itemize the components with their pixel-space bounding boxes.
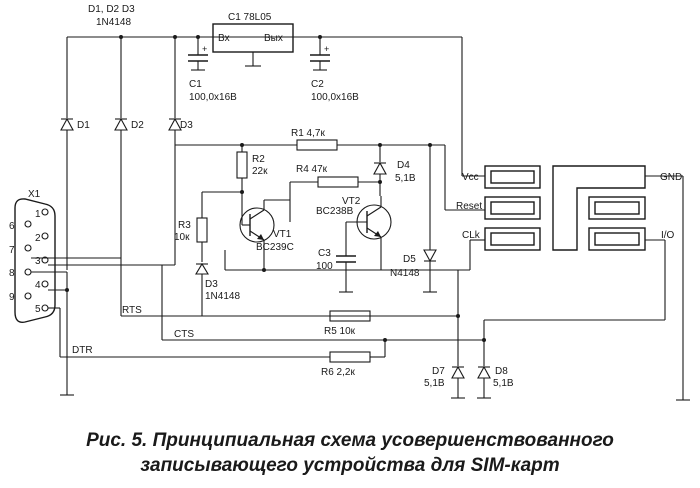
pin2-label: 2 bbox=[35, 233, 41, 244]
d4-name: D4 bbox=[397, 160, 410, 171]
d4-value: 5,1B bbox=[395, 173, 416, 184]
caption-line-2: записывающего устройства для SIM-карт bbox=[140, 455, 560, 476]
pin4-label: 4 bbox=[35, 280, 41, 291]
r5-label: R5 10к bbox=[324, 326, 356, 337]
second-rail: R1 4,7к bbox=[174, 128, 445, 265]
pin6-label: 6 bbox=[9, 221, 15, 232]
diodes-header: D1, D2 D3 bbox=[88, 4, 135, 15]
regulator-output-label: Bых bbox=[264, 33, 283, 44]
r2-value: 22к bbox=[252, 166, 268, 177]
diode-d3b: D3 1N4148 bbox=[195, 262, 240, 316]
x1-label: X1 bbox=[28, 189, 41, 200]
resistor-r5: R5 10к bbox=[324, 310, 460, 337]
cts-label: CTS bbox=[174, 329, 194, 340]
c3-value: 100 bbox=[316, 261, 333, 272]
vt1-type: BC239C bbox=[256, 242, 294, 253]
pin3-label: 3 bbox=[35, 256, 41, 267]
pin1-label: 1 bbox=[35, 209, 41, 220]
rts-label: RTS bbox=[122, 305, 142, 316]
clk-label: CLk bbox=[462, 230, 481, 241]
resistor-r6: R6 2,2к bbox=[321, 338, 486, 378]
io-label: I/O bbox=[661, 230, 675, 241]
zener-d8: D8 5,1B bbox=[477, 345, 514, 399]
sim-connector: Vcc Reset CLk GND I/O bbox=[456, 165, 682, 251]
r6-label: R6 2,2к bbox=[321, 367, 355, 378]
resistor-r4: R4 47к bbox=[289, 164, 380, 222]
r2-name: R2 bbox=[252, 154, 265, 165]
d3-label: D3 bbox=[180, 120, 193, 131]
caption-figure-number: 5. bbox=[131, 430, 148, 451]
diode-d5: D5 N4148 bbox=[390, 145, 437, 293]
vt2-name: VT2 bbox=[342, 196, 361, 207]
d3b-type: 1N4148 bbox=[205, 291, 240, 302]
vcc-label: Vcc bbox=[462, 172, 479, 183]
resistor-r3: R3 10к bbox=[174, 192, 208, 262]
caption-text-1: Принципиальная схема усовершенствованног… bbox=[152, 430, 614, 451]
capacitor-c1: + C1 100,0x16B bbox=[188, 37, 237, 103]
db9-connector: X1 6 7 8 9 1 2 3 4 5 bbox=[9, 189, 56, 323]
vt1-name: VT1 bbox=[273, 229, 292, 240]
regulator-input-label: Bx bbox=[218, 33, 230, 44]
d8-value: 5,1B bbox=[493, 378, 514, 389]
pin8-label: 8 bbox=[9, 268, 15, 279]
d2-label: D2 bbox=[131, 120, 144, 131]
capacitor-c3: C3 100 bbox=[316, 222, 356, 293]
c2-value: 100,0x16B bbox=[311, 92, 359, 103]
reset-label: Reset bbox=[456, 201, 482, 212]
r4-label: R4 47к bbox=[296, 164, 328, 175]
voltage-regulator: Bx Bых C1 78L05 bbox=[212, 12, 294, 67]
gnd-label: GND bbox=[660, 172, 682, 183]
dtr-label: DTR bbox=[72, 345, 93, 356]
diodes-type: 1N4148 bbox=[96, 17, 131, 28]
d8-name: D8 bbox=[495, 366, 508, 377]
svg-text:+: + bbox=[202, 44, 207, 54]
capacitor-c2: + C2 100,0x16B bbox=[310, 37, 359, 103]
d7-value: 5,1B bbox=[424, 378, 445, 389]
d1-label: D1 bbox=[77, 120, 90, 131]
caption-line-1: Рис. 5. Принципиальная схема усовершенст… bbox=[0, 428, 700, 453]
regulator-name: C1 78L05 bbox=[228, 12, 272, 23]
resistor-r2: R2 22к bbox=[236, 145, 268, 194]
caption-figure-label: Рис. bbox=[86, 430, 127, 451]
c1-value: 100,0x16B bbox=[189, 92, 237, 103]
c2-name: C2 bbox=[311, 79, 324, 90]
vt2-type: BC238B bbox=[316, 206, 354, 217]
figure-caption: Рис. 5. Принципиальная схема усовершенст… bbox=[0, 428, 700, 478]
zener-d4: D4 5,1B bbox=[373, 145, 416, 196]
r1-label: R1 4,7к bbox=[291, 128, 325, 139]
transistor-vt1: VT1 BC239C bbox=[239, 200, 294, 253]
pin9-label: 9 bbox=[9, 292, 15, 303]
db9-wiring: RTS CTS DTR bbox=[31, 257, 484, 396]
r3-name: R3 bbox=[178, 220, 191, 231]
pin7-label: 7 bbox=[9, 245, 15, 256]
d7-name: D7 bbox=[432, 366, 445, 377]
d3b-name: D3 bbox=[205, 279, 218, 290]
transistor-vt2: VT2 BC238B bbox=[316, 196, 392, 270]
svg-text:+: + bbox=[324, 44, 329, 54]
diode-bridge: D1 D2 D3 bbox=[60, 37, 193, 270]
pin5-label: 5 bbox=[35, 304, 41, 315]
d5-name: D5 bbox=[403, 254, 416, 265]
schematic-diagram: Bx Bых C1 78L05 + C1 100,0x16B + C2 100,… bbox=[9, 4, 690, 401]
zener-d7: D7 5,1B bbox=[424, 270, 465, 399]
c3-name: C3 bbox=[318, 248, 331, 259]
c1-name: C1 bbox=[189, 79, 202, 90]
d5-type: N4148 bbox=[390, 268, 420, 279]
r3-value: 10к bbox=[174, 232, 190, 243]
